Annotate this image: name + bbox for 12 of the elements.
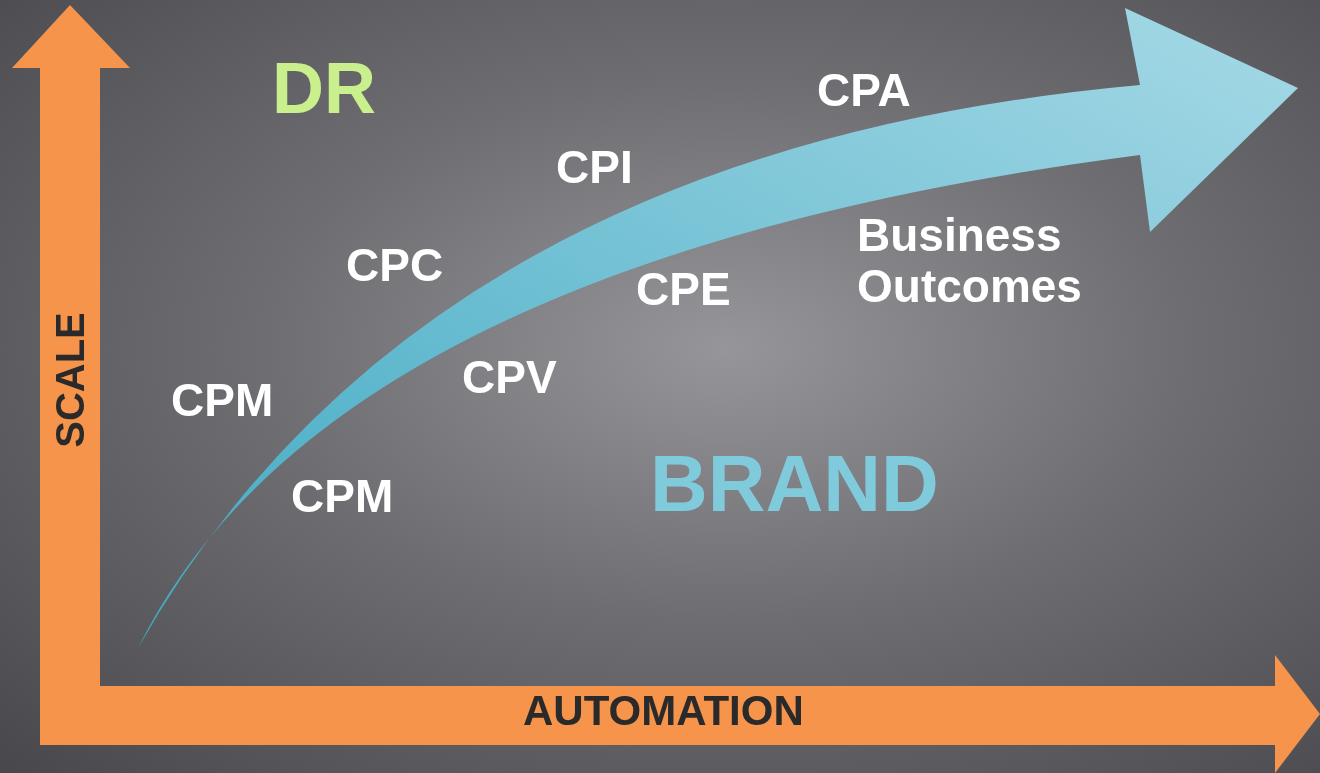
metric-label: CPE: [636, 266, 731, 312]
axis-label: SCALE: [49, 312, 90, 448]
quadrant-label: DR: [272, 52, 376, 124]
metric-label: CPV: [462, 354, 557, 400]
metric-label: CPI: [556, 144, 633, 190]
outcome-label: Business Outcomes: [857, 210, 1083, 312]
metric-label: CPM: [171, 377, 274, 423]
metric-label: CPA: [817, 67, 911, 113]
quadrant-label: BRAND: [650, 444, 939, 524]
axis-label: AUTOMATION: [523, 690, 804, 732]
metric-label: CPM: [291, 473, 394, 519]
metric-label: CPC: [346, 242, 444, 288]
